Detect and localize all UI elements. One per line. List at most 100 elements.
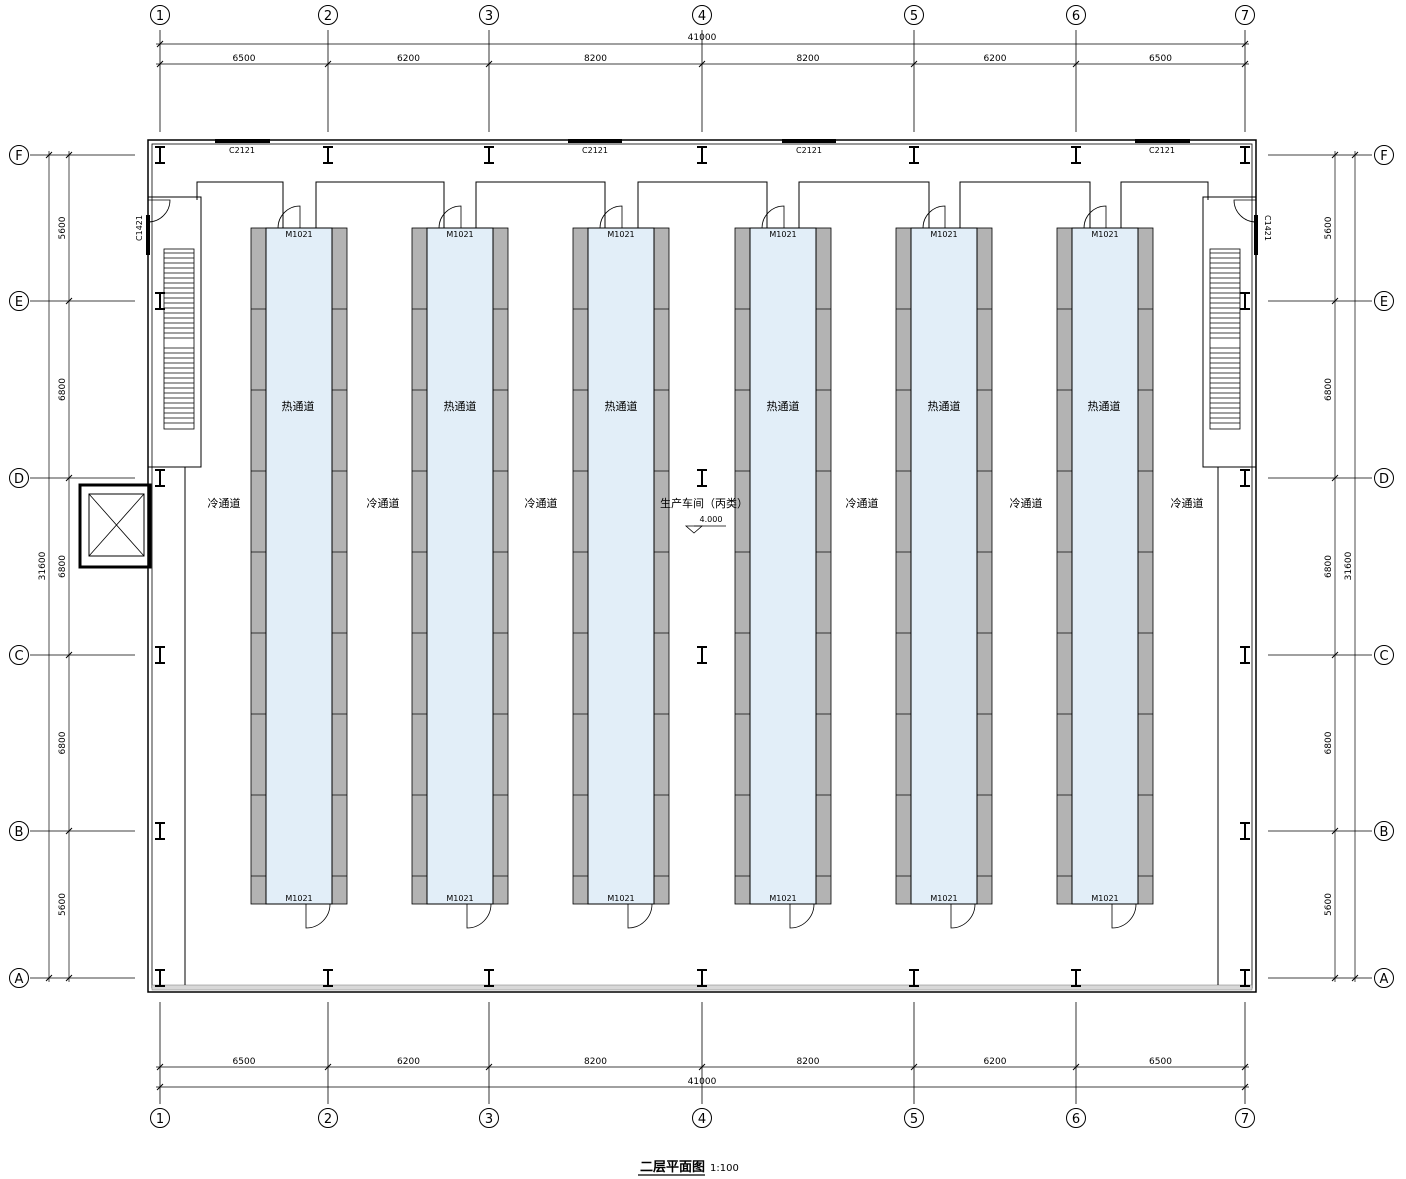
rack-column [411, 227, 428, 905]
elevator-shaft [78, 483, 152, 569]
door-code-label: M1021 [285, 230, 312, 239]
hot-aisle-label: 热通道 [767, 399, 800, 413]
door-code-label: M1021 [769, 894, 796, 903]
grid-bubble-circle [9, 291, 29, 311]
column-symbol [1240, 646, 1250, 664]
dim-label: 6800 [1324, 731, 1334, 754]
dim-tick [324, 1063, 332, 1071]
column-symbol [1071, 969, 1081, 987]
grid-bubble: 7 [1235, 5, 1255, 25]
grid-bubble-label: D [14, 472, 24, 487]
grid-bubble-label: 7 [1241, 9, 1249, 24]
cable-route [196, 181, 1209, 228]
door-swing [1111, 903, 1137, 929]
grid-bubble: C [1374, 645, 1394, 665]
column-symbol [1240, 969, 1250, 987]
elevation-label: 4.000 [700, 515, 723, 524]
rack-column [492, 227, 509, 905]
grid-bubble-label: F [1380, 149, 1387, 164]
dim-label: 8200 [797, 1057, 820, 1067]
dim-tick [65, 474, 73, 482]
dim-total-label: 31600 [1344, 551, 1354, 580]
window-label: C2121 [229, 146, 255, 155]
grid-bubble-label: 3 [485, 1112, 493, 1127]
dim-label: 6200 [984, 54, 1007, 64]
column-symbol [323, 969, 333, 987]
grid-bubble: E [9, 291, 29, 311]
column-symbol [909, 969, 919, 987]
hot-aisle-label: 热通道 [928, 399, 961, 413]
dim-label: 6200 [397, 54, 420, 64]
hot-aisle-label: 热通道 [1088, 399, 1121, 413]
grid-lines [30, 30, 1372, 1104]
rack-column [572, 227, 589, 905]
door-swing [761, 205, 785, 229]
column-symbol [1240, 146, 1250, 164]
grid-bubble-label: A [15, 972, 24, 987]
grid-bubble-label: 5 [910, 1112, 918, 1127]
grid-bubble-label: 2 [324, 9, 332, 24]
cold-aisle-label: 冷通道 [1171, 496, 1204, 510]
grid-bubble-label: E [15, 295, 23, 310]
door-code-label: M1021 [930, 894, 957, 903]
window-label: C2121 [582, 146, 608, 155]
grid-bubble: 1 [150, 1108, 170, 1128]
grid-bubble: 2 [318, 1108, 338, 1128]
door-swing [1083, 205, 1107, 229]
room-name-label: 生产车间（丙类） [660, 496, 748, 510]
column-symbol [484, 146, 494, 164]
stair-flight [1209, 248, 1241, 430]
grid-bubble-circle [1374, 145, 1394, 165]
hot-aisle [587, 227, 655, 905]
grid-bubble-circle [1374, 645, 1394, 665]
column-symbol [155, 469, 165, 487]
door-swing [466, 903, 492, 929]
dim-tick [45, 151, 53, 159]
dim-tick [1331, 474, 1339, 482]
dim-tick [1351, 151, 1359, 159]
dim-tick [65, 297, 73, 305]
stair-flight [163, 248, 195, 430]
grid-bubble: 6 [1066, 5, 1086, 25]
grid-bubble-label: 1 [156, 1112, 164, 1127]
door-swing [147, 199, 171, 223]
grid-bubble-label: 4 [698, 9, 706, 24]
cold-aisle-label: 冷通道 [846, 496, 879, 510]
grid-bubble-circle [692, 5, 712, 25]
dim-label: 5600 [58, 216, 68, 239]
column-symbol [1240, 469, 1250, 487]
dim-label: 6800 [1324, 555, 1334, 578]
column-symbol [697, 969, 707, 987]
grid-bubble-circle [692, 1108, 712, 1128]
dim-tick [1072, 60, 1080, 68]
column-symbol [155, 292, 165, 310]
rack-column [1056, 227, 1073, 905]
grid-bubble-circle [318, 1108, 338, 1128]
dim-label: 6200 [397, 1057, 420, 1067]
dim-label: 6200 [984, 1057, 1007, 1067]
dim-label: 8200 [797, 54, 820, 64]
door-code-label: M1021 [1091, 894, 1118, 903]
grid-bubble-circle [9, 645, 29, 665]
dim-total-label: 41000 [688, 33, 717, 43]
grid-bubble-circle [1235, 1108, 1255, 1128]
window-label: C2121 [796, 146, 822, 155]
stairwell-wall [1202, 196, 1257, 468]
dim-tick [156, 40, 164, 48]
grid-bubble-circle [1066, 1108, 1086, 1128]
door-code-label: M1021 [607, 230, 634, 239]
dim-tick [65, 974, 73, 982]
door-swing [305, 903, 331, 929]
column-symbol [909, 146, 919, 164]
dim-tick [65, 151, 73, 159]
grid-bubble-circle [1374, 968, 1394, 988]
dim-tick [156, 1083, 164, 1091]
grid-bubble-circle [1066, 5, 1086, 25]
dim-tick [1331, 297, 1339, 305]
door-code-label: M1021 [769, 230, 796, 239]
door-code-label: M1021 [446, 230, 473, 239]
door-swing [1233, 199, 1257, 223]
